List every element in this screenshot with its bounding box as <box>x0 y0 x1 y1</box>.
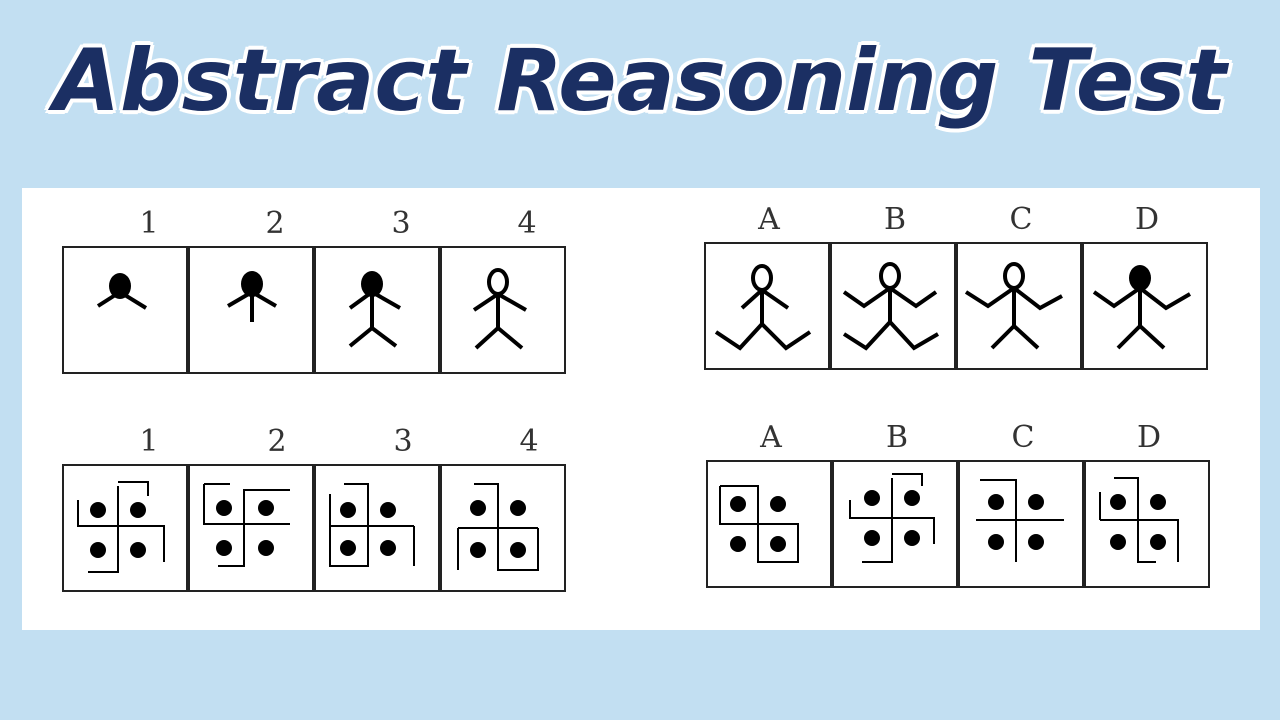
answer-figure-d[interactable] <box>1082 242 1208 370</box>
stick-figure-icon <box>714 264 812 351</box>
puzzle-1-answer-strip: A B C D <box>704 202 1214 392</box>
answer-label-d: D <box>1136 420 1162 455</box>
answer-label-c: C <box>1009 202 1033 237</box>
question-label-4: 4 <box>517 206 537 241</box>
dots-brackets-icon <box>77 481 165 573</box>
question-label-1: 1 <box>139 206 159 241</box>
question-label-2: 2 <box>267 424 287 459</box>
question-figure-4 <box>440 246 566 374</box>
question-label-4: 4 <box>519 424 539 459</box>
dots-brackets-icon <box>976 479 1064 562</box>
question-label-3: 3 <box>391 206 411 241</box>
dots-brackets-icon <box>849 473 935 563</box>
stick-figure-icon <box>1092 265 1192 350</box>
answer-label-a: A <box>760 420 782 455</box>
answer-figure-c[interactable] <box>958 460 1084 588</box>
question-label-2: 2 <box>265 206 285 241</box>
stick-figure-icon <box>348 271 401 348</box>
dots-brackets-icon <box>203 483 290 567</box>
question-figure-1 <box>62 246 188 374</box>
question-figure-3 <box>314 246 440 374</box>
dots-brackets-icon <box>719 485 799 563</box>
page-title: Abstract Reasoning Test <box>53 31 1227 131</box>
stick-figure-icon <box>472 268 527 350</box>
answer-figure-a[interactable] <box>704 242 830 370</box>
answer-label-d: D <box>1134 202 1160 237</box>
puzzle-2-question-strip: 1 2 3 4 <box>62 424 572 614</box>
puzzle-panel: 1 2 3 4 <box>22 188 1260 630</box>
question-figure-4 <box>440 464 566 592</box>
answer-label-b: B <box>885 420 909 455</box>
stick-figure-icon <box>842 262 940 351</box>
stick-figure-icon <box>964 262 1063 350</box>
answer-figure-d[interactable] <box>1084 460 1210 588</box>
answer-figure-a[interactable] <box>706 460 832 588</box>
stick-figure-icon <box>96 273 148 310</box>
question-figure-2 <box>188 246 314 374</box>
question-figure-1 <box>62 464 188 592</box>
answer-figure-b[interactable] <box>832 460 958 588</box>
dots-brackets-icon <box>329 483 415 567</box>
dots-brackets-icon <box>1099 477 1179 563</box>
puzzle-2-answer-strip: A B C D <box>706 420 1216 610</box>
answer-figure-c[interactable] <box>956 242 1082 370</box>
stick-figure-icon <box>226 271 278 322</box>
puzzle-1-question-strip: 1 2 3 4 <box>62 206 568 396</box>
answer-label-a: A <box>758 202 780 237</box>
answer-label-b: B <box>883 202 907 237</box>
question-label-1: 1 <box>139 424 159 459</box>
question-label-3: 3 <box>393 424 413 459</box>
question-figure-2 <box>188 464 314 592</box>
answer-label-c: C <box>1011 420 1035 455</box>
answer-figure-b[interactable] <box>830 242 956 370</box>
dots-brackets-icon <box>457 483 539 571</box>
question-figure-3 <box>314 464 440 592</box>
